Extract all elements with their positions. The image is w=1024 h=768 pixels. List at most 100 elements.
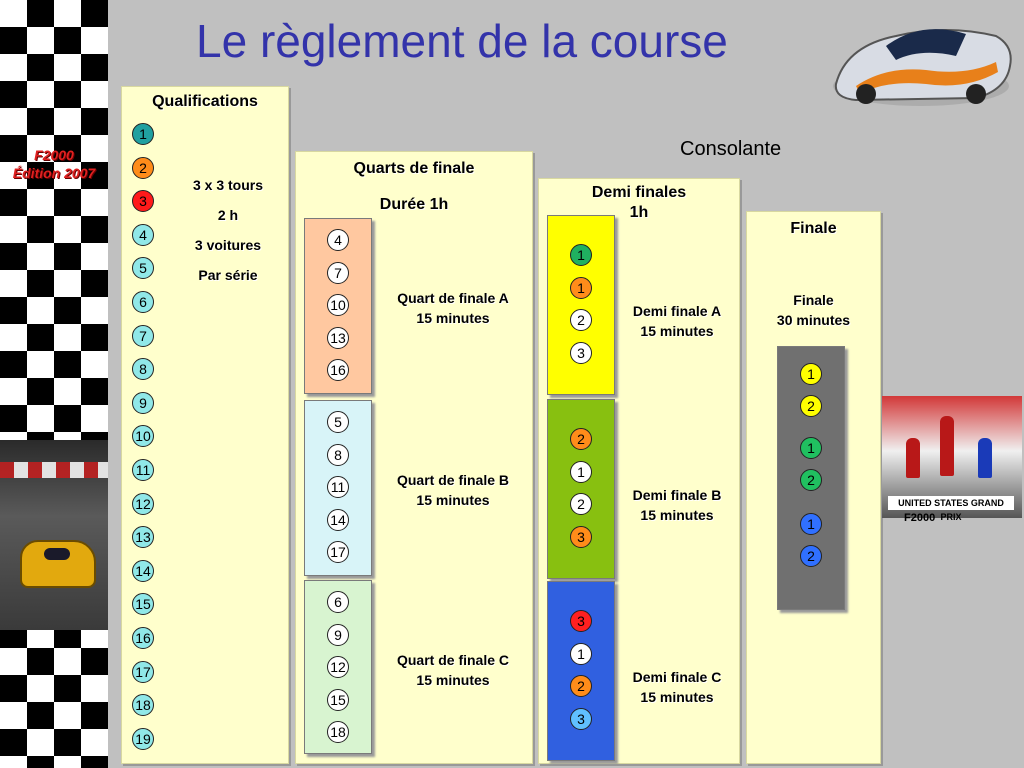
demi-time: 15 minutes xyxy=(640,689,714,705)
yellow-car-icon xyxy=(20,540,96,588)
qualifications-info: 3 x 3 tours 2 h 3 voitures Par série xyxy=(174,175,282,285)
car-number: 13 xyxy=(132,526,154,549)
page-title: Le règlement de la course xyxy=(196,15,728,67)
checkered-flag-border xyxy=(0,0,108,768)
car-number: 1 xyxy=(800,437,822,459)
quart-group: 4 7 10 13 16 xyxy=(304,218,372,394)
car-number: 9 xyxy=(132,391,154,414)
quart-group: 5 8 11 14 17 xyxy=(304,400,372,576)
podium-photo: UNITED STATES GRAND PRIX xyxy=(882,396,1022,522)
finale-group: 1 2 1 2 1 2 xyxy=(777,346,845,610)
car-number: 2 xyxy=(570,675,592,698)
info-cars: 3 voitures xyxy=(194,237,262,253)
car-number: 15 xyxy=(327,688,349,711)
car-number: 8 xyxy=(327,443,349,466)
car-number: 1 xyxy=(800,513,822,535)
quarts-duration: Durée 1h xyxy=(379,196,449,213)
demi-title: Demi finales 1h xyxy=(591,184,687,221)
demi-info: Demi finale C 15 minutes xyxy=(617,667,737,707)
car-number: 9 xyxy=(327,623,349,646)
info-series: Par série xyxy=(198,267,258,283)
car-number: 3 xyxy=(570,610,592,632)
car-number: 4 xyxy=(132,223,154,246)
car-number: 6 xyxy=(327,591,349,613)
car-number: 3 xyxy=(570,341,592,364)
demi-info: Demi finale A 15 minutes xyxy=(617,301,737,341)
demi-info: Demi finale B 15 minutes xyxy=(617,485,737,525)
quart-info: Quart de finale B 15 minutes xyxy=(378,470,528,510)
car-number: 2 xyxy=(570,428,592,450)
car-number: 6 xyxy=(132,291,154,313)
car-number: 17 xyxy=(132,660,154,683)
demi-panel: Demi finales 1h 1 1 2 3 Demi finale A 15 minu… xyxy=(538,178,740,764)
car-number: 19 xyxy=(132,727,154,750)
car-number: 2 xyxy=(800,545,822,567)
car-number: 11 xyxy=(132,459,154,481)
quart-name: Quart de finale A xyxy=(397,290,509,306)
quart-time: 15 minutes xyxy=(416,310,490,326)
car-number: 5 xyxy=(327,411,349,433)
demi-name: Demi finale A xyxy=(632,303,722,319)
podium-label: F2000 xyxy=(904,512,936,524)
race-car-icon xyxy=(833,29,1012,106)
demi-group: 2 1 2 3 xyxy=(547,399,615,579)
car-number: 5 xyxy=(132,257,154,280)
race-car-photo xyxy=(0,440,108,630)
qualifications-title: Qualifications xyxy=(152,93,258,110)
car-number: 8 xyxy=(132,358,154,381)
demi-group: 1 1 2 3 xyxy=(547,215,615,395)
quarts-title: Quarts de finale xyxy=(353,160,475,177)
car-number: 1 xyxy=(570,642,592,665)
car-number: 15 xyxy=(132,593,154,616)
driver-figure xyxy=(940,416,954,476)
car-number: 3 xyxy=(570,707,592,730)
edition-label: F2000 Édition 2007 xyxy=(12,147,96,181)
demi-name: Demi finale B xyxy=(632,487,722,503)
car-number: 1 xyxy=(800,363,822,385)
info-laps: 3 x 3 tours xyxy=(192,177,264,193)
demi-time: 15 minutes xyxy=(640,507,714,523)
car-number: 3 xyxy=(570,525,592,548)
car-number: 1 xyxy=(570,276,592,299)
car-number: 16 xyxy=(132,627,154,649)
car-number: 3 xyxy=(132,190,154,213)
podium-banner: UNITED STATES GRAND PRIX xyxy=(888,496,1014,522)
car-number: 14 xyxy=(327,508,349,531)
car-number: 2 xyxy=(570,309,592,332)
driver-figure xyxy=(978,438,992,478)
car-number: 1 xyxy=(570,244,592,266)
finale-info: Finale 30 minutes xyxy=(776,292,851,328)
car-number: 14 xyxy=(132,559,154,582)
info-duration: 2 h xyxy=(217,207,239,223)
quart-time: 15 minutes xyxy=(416,492,490,508)
car-number: 10 xyxy=(327,294,349,317)
quart-time: 15 minutes xyxy=(416,672,490,688)
car-number: 18 xyxy=(327,721,349,744)
demi-name: Demi finale C xyxy=(632,669,722,685)
car-number: 12 xyxy=(132,492,154,515)
car-number: 2 xyxy=(132,156,154,179)
consolante-label: Consolante xyxy=(680,138,782,160)
quart-name: Quart de finale B xyxy=(396,472,510,488)
car-number: 17 xyxy=(327,541,349,564)
car-number: 13 xyxy=(327,326,349,349)
car-number: 16 xyxy=(327,359,349,382)
car-number: 10 xyxy=(132,425,154,448)
car-number: 2 xyxy=(570,493,592,516)
car-number: 1 xyxy=(132,123,154,145)
car-number: 1 xyxy=(570,460,592,483)
car-number: 4 xyxy=(327,229,349,251)
car-number: 11 xyxy=(327,476,349,499)
car-number: 2 xyxy=(800,395,822,417)
quart-info: Quart de finale C 15 minutes xyxy=(378,650,528,690)
car-number: 12 xyxy=(327,656,349,679)
demi-time: 15 minutes xyxy=(640,323,714,339)
car-number: 7 xyxy=(327,261,349,284)
quart-info: Quart de finale A 15 minutes xyxy=(378,288,528,328)
quart-name: Quart de finale C xyxy=(396,652,510,668)
demi-group: 3 1 2 3 xyxy=(547,581,615,761)
car-number: 2 xyxy=(800,469,822,491)
